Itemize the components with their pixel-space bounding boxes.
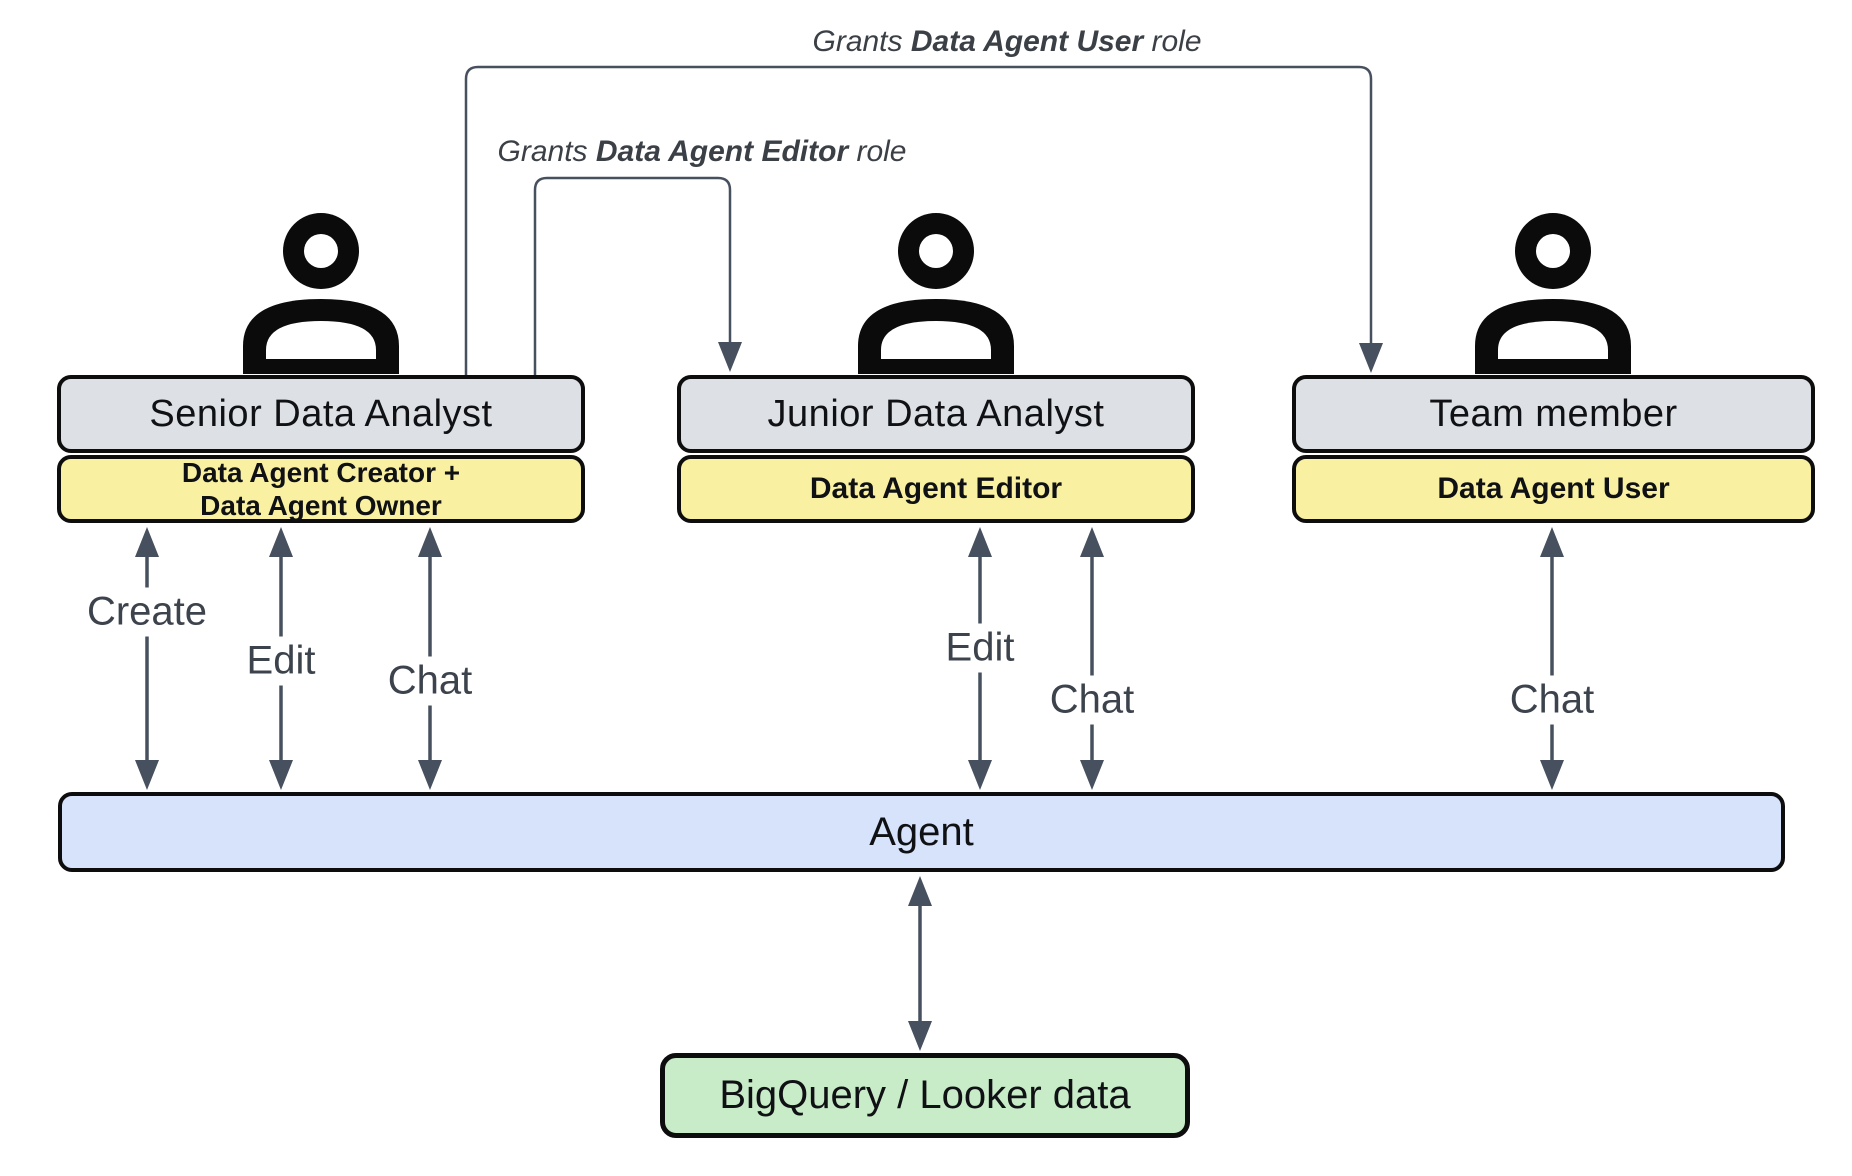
agent-bar: Agent	[58, 792, 1785, 872]
edit-arrow-junior-top-arrowhead	[968, 527, 992, 557]
grant-editor-prefix: Grants	[497, 135, 596, 168]
chat-arrow-senior-bottom-arrowhead	[418, 760, 442, 790]
grant-user-role-name: Data Agent User	[910, 25, 1144, 58]
grant-user-suffix: role	[1143, 25, 1202, 58]
bigquery-looker-data-box: BigQuery / Looker data	[660, 1053, 1190, 1138]
agent-datasource-arrow-top-arrowhead	[908, 876, 932, 906]
chat-action-label-senior: Chat	[377, 656, 483, 706]
edit-arrow-senior-top-arrowhead	[269, 527, 293, 557]
junior-data-analyst-box: Junior Data Analyst	[677, 375, 1195, 453]
grant-user-role-arrowhead	[1359, 343, 1383, 373]
grant-editor-suffix: role	[848, 135, 907, 168]
create-arrow-senior-top-arrowhead	[135, 527, 159, 557]
person-icon-junior	[858, 213, 1014, 374]
grant-user-role-connector	[464, 65, 1373, 375]
team-iam-role-box: Data Agent User	[1292, 455, 1815, 523]
team-member-box: Team member	[1292, 375, 1815, 453]
grant-editor-role-arrowhead	[718, 342, 742, 372]
create-action-label: Create	[76, 587, 218, 637]
senior-iam-role-box: Data Agent Creator + Data Agent Owner	[57, 455, 585, 523]
chat-arrow-junior-bottom-arrowhead	[1080, 760, 1104, 790]
chat-arrow-team-bottom-arrowhead	[1540, 760, 1564, 790]
edit-arrow-senior-bottom-arrowhead	[269, 760, 293, 790]
edit-action-label-junior: Edit	[935, 623, 1025, 673]
senior-iam-role-text: Data Agent Creator + Data Agent Owner	[182, 456, 460, 522]
chat-arrow-team-top-arrowhead	[1540, 527, 1564, 557]
senior-iam-role-line2: Data Agent Owner	[200, 490, 442, 521]
person-icon-senior	[243, 213, 399, 374]
create-arrow-senior-bottom-arrowhead	[135, 760, 159, 790]
grant-user-prefix: Grants	[812, 25, 911, 58]
grant-editor-role-connector	[533, 176, 732, 375]
chat-arrow-senior-top-arrowhead	[418, 527, 442, 557]
grant-user-role-annotation: Grants Data Agent User role	[812, 25, 1201, 59]
grant-editor-role-annotation: Grants Data Agent Editor role	[498, 135, 907, 169]
chat-arrow-junior-top-arrowhead	[1080, 527, 1104, 557]
chat-action-label-team: Chat	[1499, 675, 1605, 725]
person-icon-team	[1475, 213, 1631, 374]
agent-datasource-arrow-bottom-arrowhead	[908, 1021, 932, 1051]
edit-action-label-senior: Edit	[236, 636, 326, 686]
junior-iam-role-box: Data Agent Editor	[677, 455, 1195, 523]
chat-action-label-junior: Chat	[1039, 675, 1145, 725]
grant-editor-role-name: Data Agent Editor	[595, 135, 849, 168]
senior-iam-role-line1: Data Agent Creator +	[181, 456, 461, 488]
edit-arrow-junior-bottom-arrowhead	[968, 760, 992, 790]
senior-data-analyst-box: Senior Data Analyst	[57, 375, 585, 453]
